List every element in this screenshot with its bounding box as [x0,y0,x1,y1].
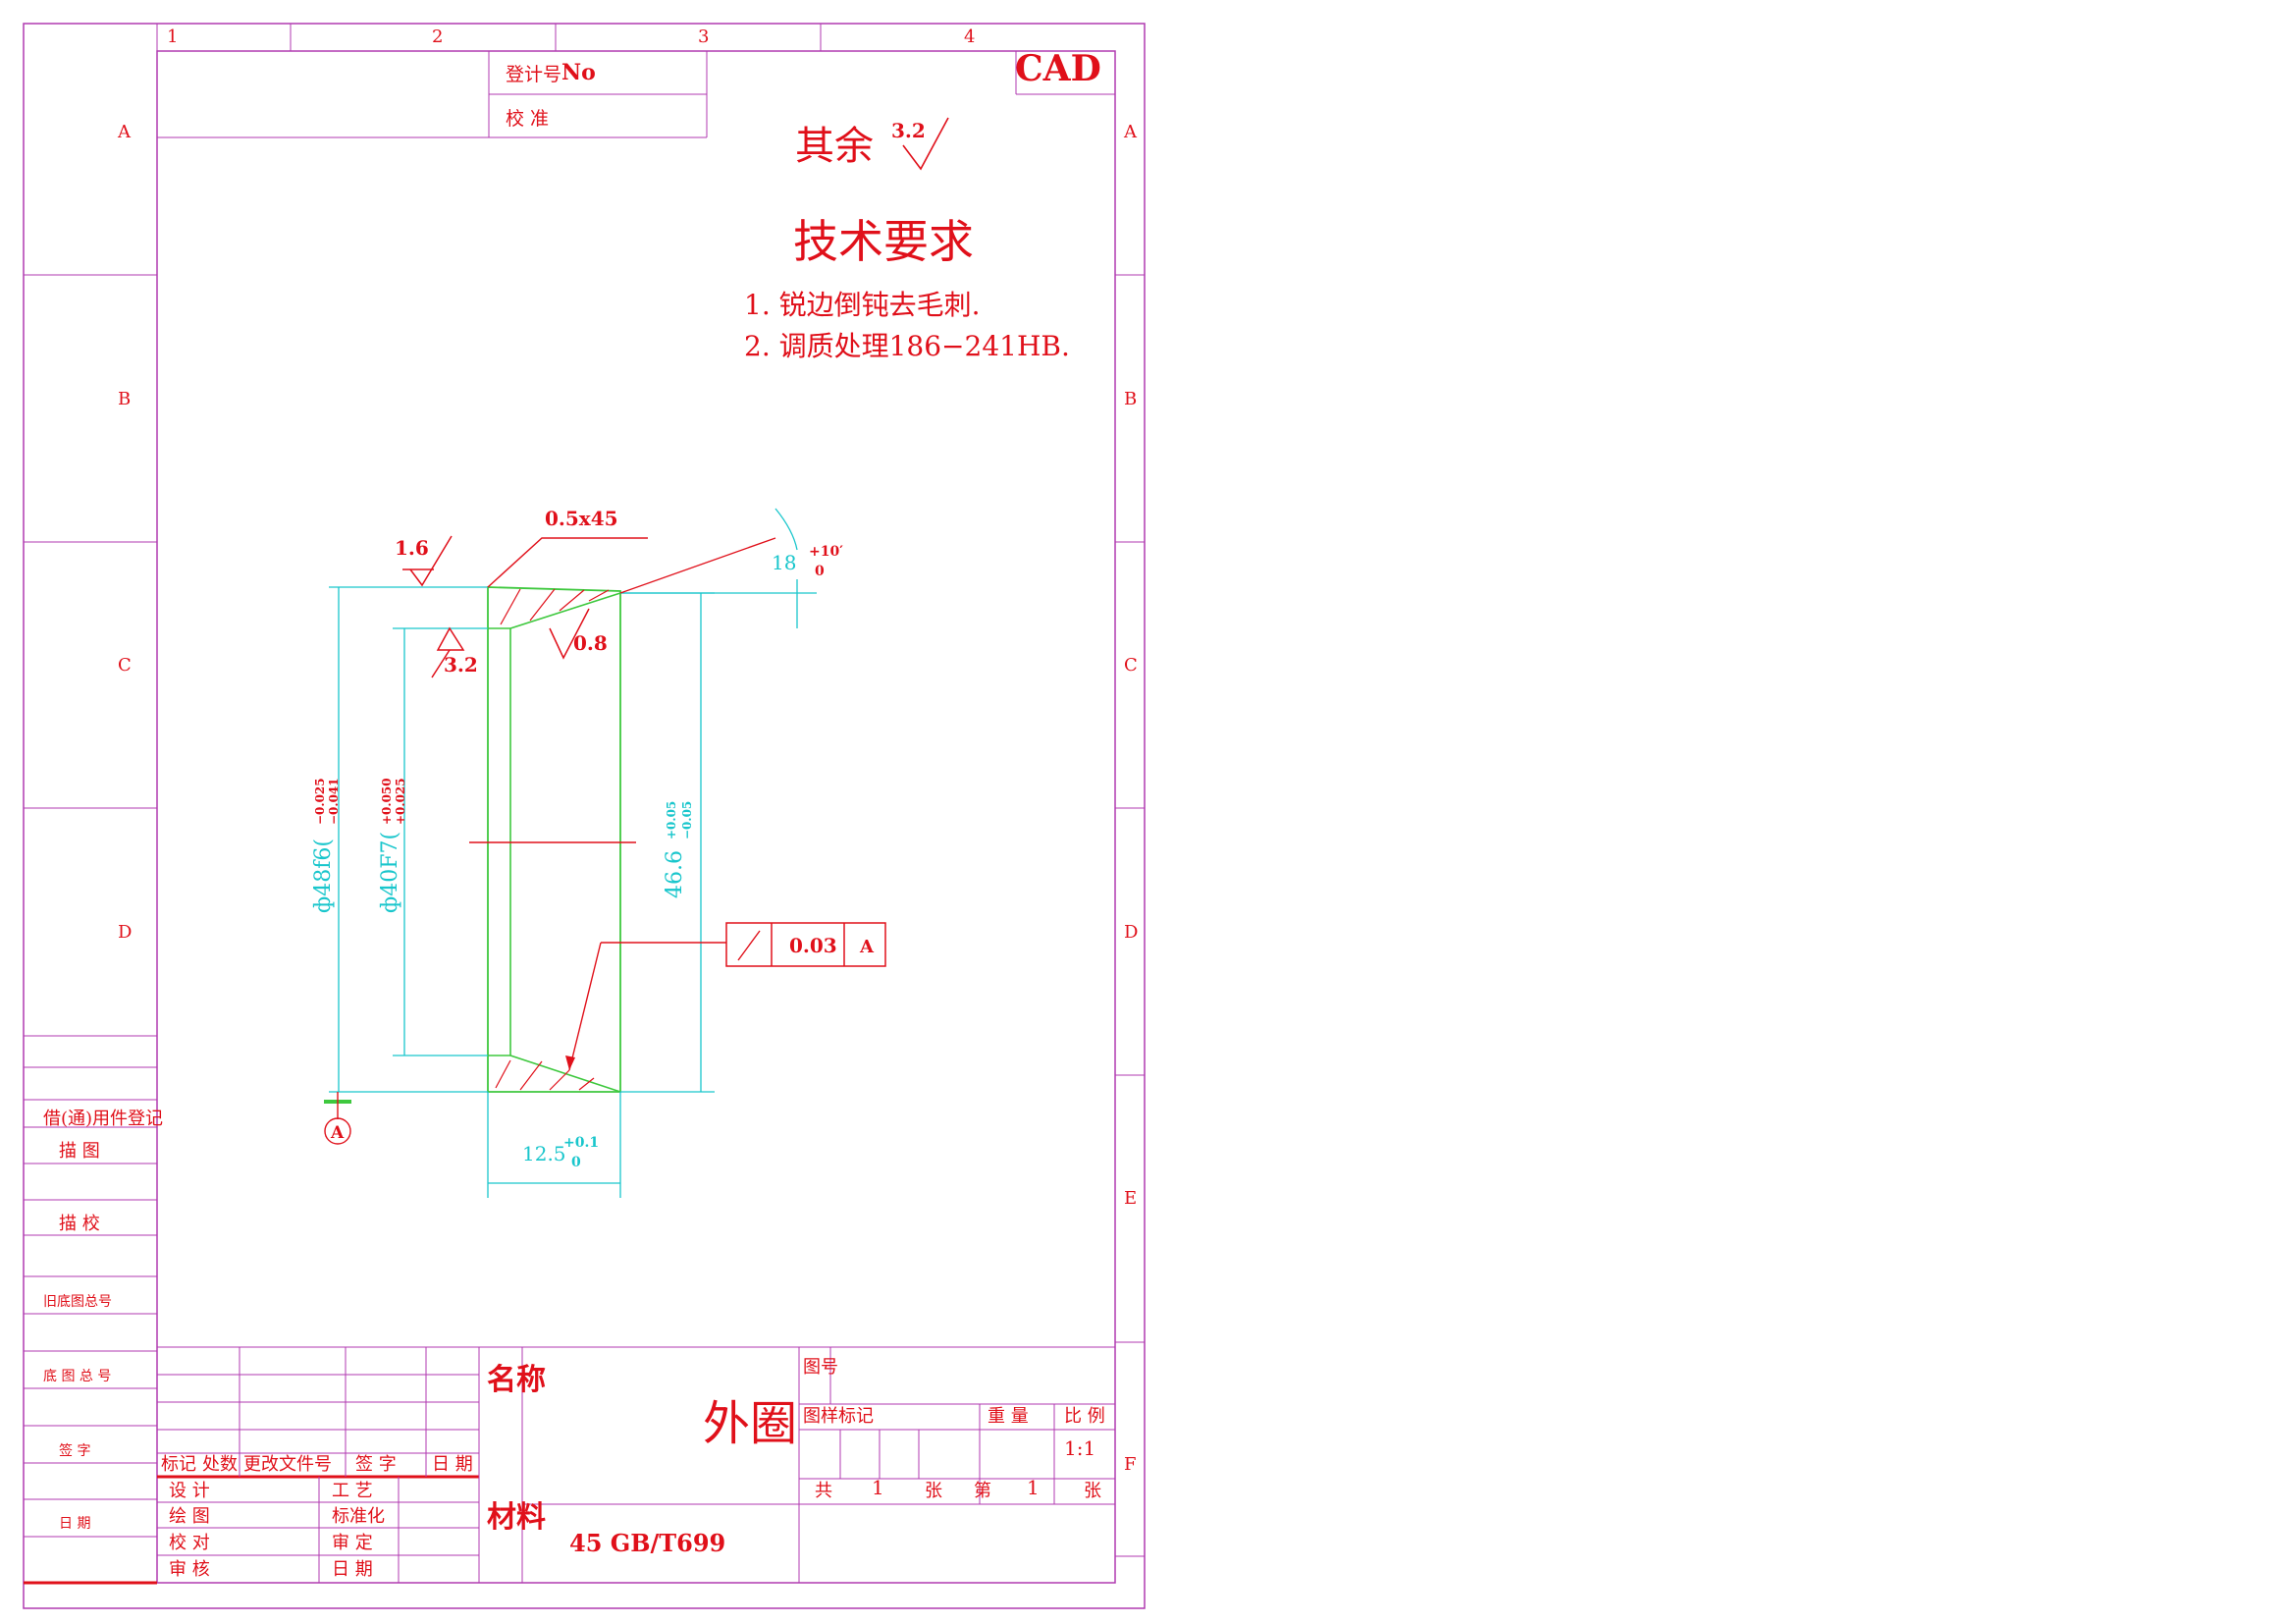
angle-label: 18 [772,551,796,574]
strip-label-trace: 描 图 [59,1141,100,1162]
rev-header-mark: 标记 [161,1454,196,1475]
part-name: 外圈 [703,1396,797,1451]
cad-badge: CAD [1015,48,1101,89]
scale-label: 比 例 [1064,1406,1105,1427]
total-label: 共 [815,1481,832,1501]
strip-label-date: 日 期 [59,1516,90,1532]
outer-tol-upper: −0.025 [313,778,327,825]
width-tol-lower: 0 [571,1155,581,1170]
weight-label: 重 量 [988,1406,1029,1427]
sheet-label: 第 [974,1481,991,1501]
angle-tol-upper: +10′ [809,544,843,560]
row-label: F [1124,1454,1137,1475]
registry-box [157,51,708,138]
part-section [469,586,636,1093]
row-label: B [118,389,131,409]
datum-label: A [330,1123,345,1143]
role-approve: 审 定 [332,1533,373,1553]
inner-tol-lower: +0.025 [394,778,407,825]
register-no-label: 登计号 [506,64,561,85]
dimension-lines [329,508,817,1198]
right-tol-upper: +0.05 [665,801,678,839]
sample-mark-label: 图样标记 [803,1406,874,1427]
total-count: 1 [872,1476,884,1499]
row-label: A [1123,122,1138,142]
row-label: B [1124,389,1137,409]
title-block [157,1346,1116,1583]
col-label: 3 [698,27,709,47]
right-dia-label: 46.6 [663,850,687,898]
role-review: 审 核 [169,1559,210,1580]
strip-label-sign: 签 字 [59,1442,90,1459]
role-check: 校 对 [169,1533,210,1553]
sheet-unit-2: 张 [1084,1481,1101,1501]
sheet-count: 1 [1027,1476,1040,1499]
roughness-chamfer: 0.8 [573,631,608,655]
drawing-frame [23,23,1146,1609]
tech-req-item: 1. 锐边倒钝去毛刺. [744,289,981,321]
row-label: D [118,922,132,943]
material-value: 45 GB/T699 [569,1529,725,1557]
material-label: 材料 [487,1500,546,1535]
outer-tol-lower: −0.041 [327,778,341,825]
row-label: D [1124,922,1138,943]
width-tol-upper: +0.1 [563,1135,599,1151]
roughness-rest-label: 其余 [795,124,874,169]
scale-value: 1:1 [1064,1436,1095,1460]
roughness-top: 1.6 [395,536,429,560]
width-label: 12.5 [522,1142,566,1165]
right-tol-lower: −0.05 [680,801,694,839]
row-label: E [1124,1188,1137,1209]
rev-header-count: 处数 [202,1454,238,1475]
roughness-rest-value: 3.2 [891,119,926,142]
gdt-datum: A [859,937,875,957]
tech-req-title: 技术要求 [793,215,974,268]
role-draw: 绘 图 [169,1506,210,1527]
roughness-symbol-icon [549,608,590,660]
tech-req-item: 2. 调质处理186−241HB. [744,330,1070,362]
rev-header-docno: 更改文件号 [243,1454,332,1475]
strip-label-trace-check: 描 校 [59,1214,100,1234]
inner-dia-label: ф40F7( [378,832,402,913]
gdt-tolerance: 0.03 [789,934,837,957]
role-process: 工 艺 [332,1481,373,1501]
col-label: 1 [167,27,178,47]
register-no-suffix: No [561,60,596,85]
datum-circle [324,1117,351,1145]
role-design: 设 计 [169,1481,210,1501]
proof-label: 校 准 [506,108,549,130]
roughness-symbol-icon [436,626,465,651]
role-date: 日 期 [332,1559,373,1580]
strip-label-old-base: 旧底图总号 [43,1294,112,1310]
col-label: 4 [964,27,975,47]
inner-tol-upper: +0.050 [380,778,394,825]
row-label: A [117,122,132,142]
sheet-unit: 张 [925,1481,942,1501]
role-standard: 标准化 [332,1506,385,1527]
rev-header-date: 日 期 [432,1454,473,1475]
rev-header-sign: 签 字 [355,1454,397,1475]
roughness-symbol-icon [902,117,949,171]
chamfer-leader [487,537,648,588]
drawing-no-label: 图号 [803,1357,838,1378]
chamfer-label: 0.5x45 [545,507,618,530]
angle-tol-lower: 0 [815,564,825,579]
row-label: C [1124,655,1138,676]
col-label: 2 [432,27,443,47]
strip-label-base-total: 底 图 总 号 [43,1369,111,1384]
name-label: 名称 [487,1363,546,1397]
roughness-symbol-icon [409,535,453,587]
gdt-frame [565,922,886,1071]
row-label: C [118,655,132,676]
runout-arrow-icon [737,930,761,961]
outer-dia-label: ф48f6( [311,839,336,913]
roughness-inner: 3.2 [444,653,478,677]
strip-label-borrowed: 借(通)用件登记 [43,1109,163,1129]
